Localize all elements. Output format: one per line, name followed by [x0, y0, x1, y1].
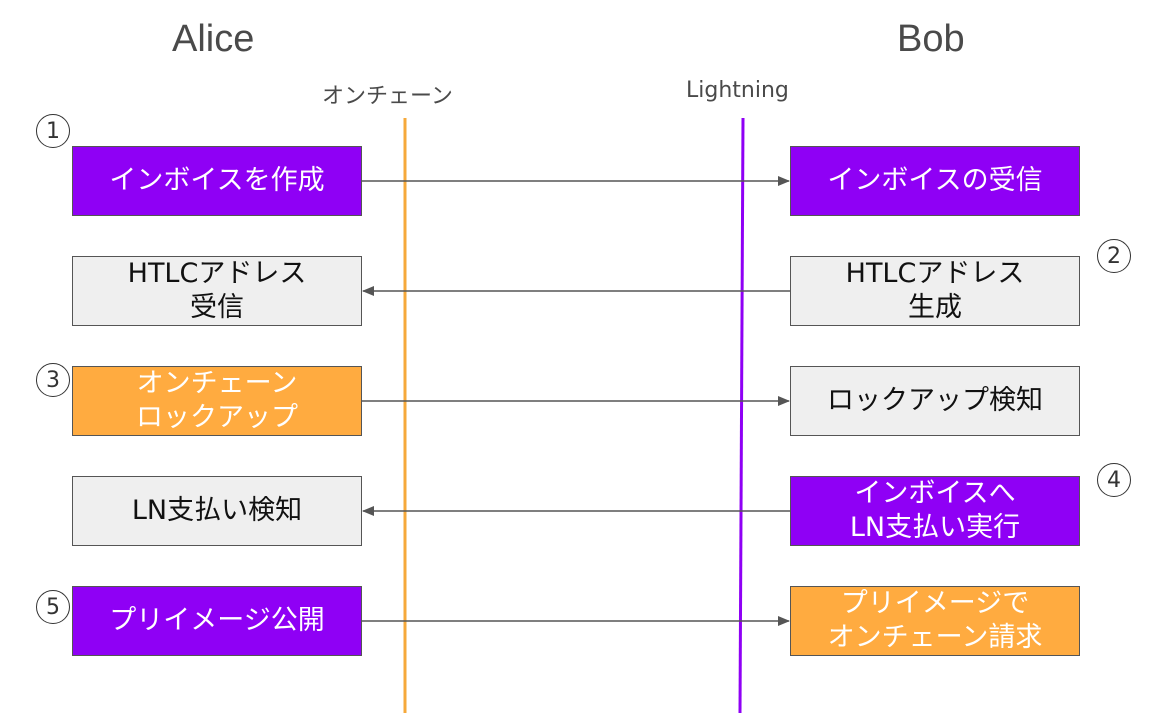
bob-box-pay-invoice-ln: インボイスへ LN支払い実行 [790, 476, 1080, 546]
bob-box-claim-onchain: プリイメージで オンチェーン請求 [790, 586, 1080, 656]
step-marker-1: 1 [36, 114, 70, 148]
bob-box-receive-invoice: インボイスの受信 [790, 146, 1080, 216]
step-marker-3: 3 [36, 363, 70, 397]
alice-box-create-invoice: インボイスを作成 [72, 146, 362, 216]
bob-box-detect-lockup: ロックアップ検知 [790, 366, 1080, 436]
lane-label-onchain: オンチェーン [322, 84, 453, 109]
alice-box-receive-htlc: HTLCアドレス 受信 [72, 256, 362, 326]
bob-box-generate-htlc: HTLCアドレス 生成 [790, 256, 1080, 326]
actor-bob: Bob [897, 18, 965, 60]
alice-box-publish-preimage: プリイメージ公開 [72, 586, 362, 656]
step-marker-2: 2 [1097, 239, 1131, 273]
alice-box-detect-ln-payment: LN支払い検知 [72, 476, 362, 546]
step-marker-4: 4 [1097, 463, 1131, 497]
lane-label-lightning: Lightning [686, 78, 789, 103]
step-marker-5: 5 [36, 590, 70, 624]
lightning-lane-line [738, 117, 745, 714]
alice-box-onchain-lockup: オンチェーン ロックアップ [72, 366, 362, 436]
actor-alice: Alice [172, 18, 255, 60]
